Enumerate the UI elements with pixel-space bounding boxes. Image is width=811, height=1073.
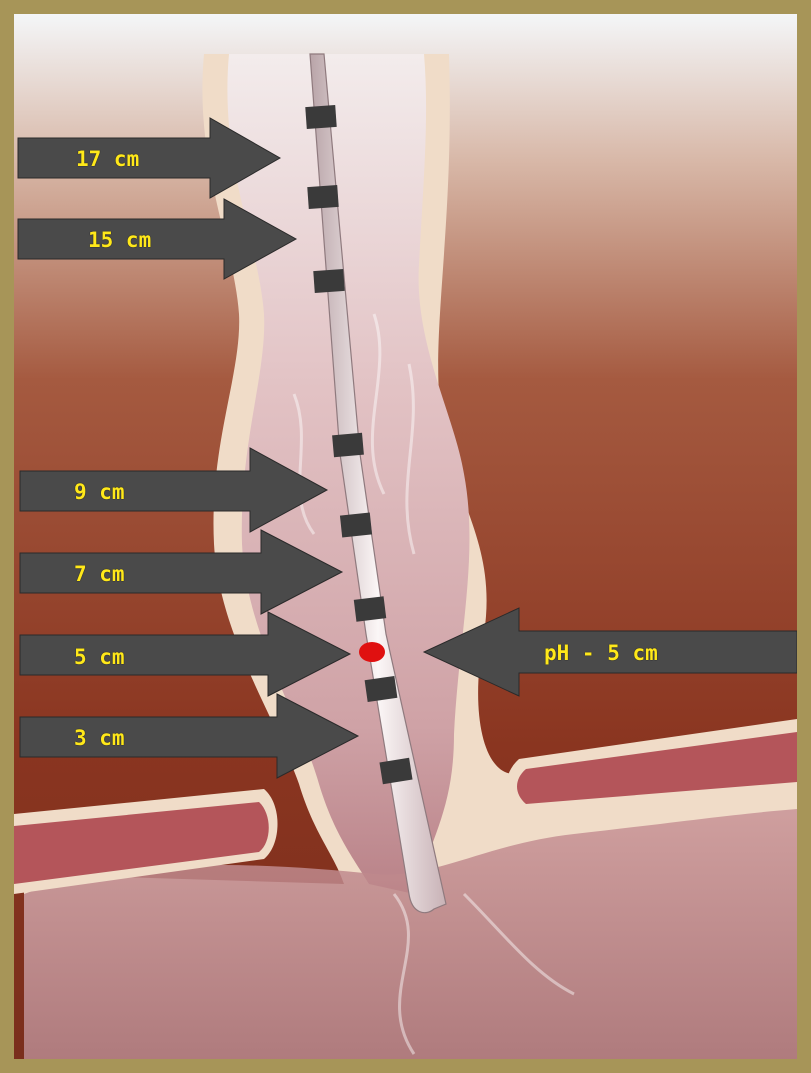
esophagus-illustration: 17 cm 15 cm 9 cm 7 cm 5 cm 3 cm pH - 5 c… — [14, 14, 797, 1059]
ph-sensor-dot-icon — [359, 642, 385, 662]
label-3cm: 3 cm — [74, 726, 125, 750]
label-7cm: 7 cm — [74, 562, 125, 586]
label-17cm: 17 cm — [76, 147, 139, 171]
label-15cm: 15 cm — [88, 228, 151, 252]
label-5cm: 5 cm — [74, 645, 125, 669]
label-ph-5cm: pH - 5 cm — [544, 641, 658, 665]
label-9cm: 9 cm — [74, 480, 125, 504]
